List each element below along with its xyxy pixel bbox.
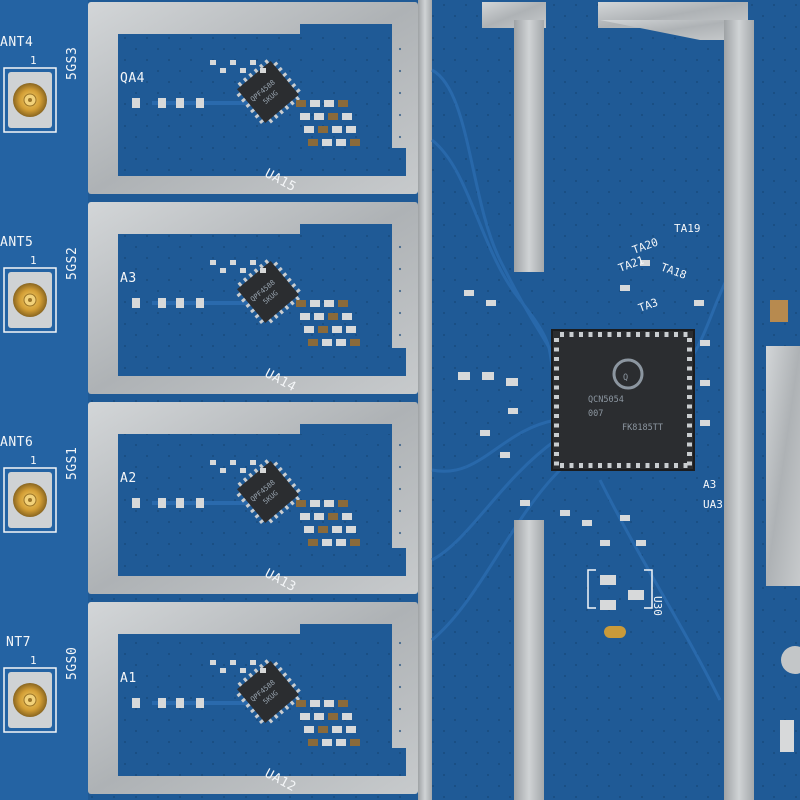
antenna-strip bbox=[0, 0, 88, 800]
oval-pad bbox=[604, 626, 626, 638]
rf-modules: QPF45885KUGQA4UA15QPF45885KUGA3UA14QPF45… bbox=[88, 2, 418, 795]
chip-line-1: QCN5054 bbox=[588, 395, 624, 405]
label-u30: U30 bbox=[651, 596, 664, 616]
right-shield bbox=[766, 346, 800, 586]
label-gs: 5GS3 bbox=[65, 47, 80, 80]
label-qa: QA4 bbox=[120, 71, 145, 86]
label-gs: 5GS1 bbox=[65, 447, 80, 480]
chip-body bbox=[551, 329, 695, 471]
u30-outline bbox=[587, 569, 653, 609]
shield-right-wall bbox=[724, 20, 754, 800]
antenna-connector[interactable]: ANT5 5GS2 1 bbox=[0, 235, 80, 333]
chip-line-2: 007 bbox=[588, 409, 603, 419]
qcn5054-chip: Q QCN5054 007 FK8185TT bbox=[551, 329, 695, 471]
label-qa: A2 bbox=[120, 471, 137, 486]
antenna-connector[interactable]: NT7 5GS0 1 bbox=[3, 635, 80, 733]
label-qa: A1 bbox=[120, 671, 137, 686]
svg-text:1: 1 bbox=[30, 454, 37, 467]
chip-logo: Q bbox=[623, 373, 628, 383]
svg-text:1: 1 bbox=[30, 654, 37, 667]
label-gs: 5GS2 bbox=[65, 247, 80, 280]
main-area: Q QCN5054 007 FK8185TT TA19 TA20 TA18 TA… bbox=[431, 2, 754, 800]
antenna-connector[interactable]: ANT6 5GS1 1 bbox=[0, 435, 80, 533]
passive-components bbox=[458, 260, 710, 610]
label-ta19: TA19 bbox=[674, 222, 701, 235]
label-ant: ANT4 bbox=[0, 35, 33, 50]
label-ant: ANT6 bbox=[0, 435, 33, 450]
chip-line-3: FK8185TT bbox=[622, 423, 663, 433]
label-a3: A3 bbox=[703, 478, 716, 491]
qualcomm-logo-icon bbox=[612, 358, 644, 390]
shield-fin-bottom bbox=[514, 520, 544, 800]
svg-text:1: 1 bbox=[30, 254, 37, 267]
right-edge bbox=[766, 300, 800, 752]
label-ta3: TA3 bbox=[637, 296, 660, 315]
label-gs: 5GS0 bbox=[65, 647, 80, 680]
label-ant: NT7 bbox=[6, 635, 31, 650]
label-qa: A3 bbox=[120, 271, 137, 286]
label-ua3: UA3 bbox=[703, 498, 723, 511]
svg-text:1: 1 bbox=[30, 54, 37, 67]
antenna-connector[interactable]: ANT4 5GS3 1 bbox=[0, 35, 80, 133]
label-ant: ANT5 bbox=[0, 235, 33, 250]
shield-divider-left bbox=[418, 0, 432, 800]
shield-fin-top bbox=[514, 20, 544, 272]
